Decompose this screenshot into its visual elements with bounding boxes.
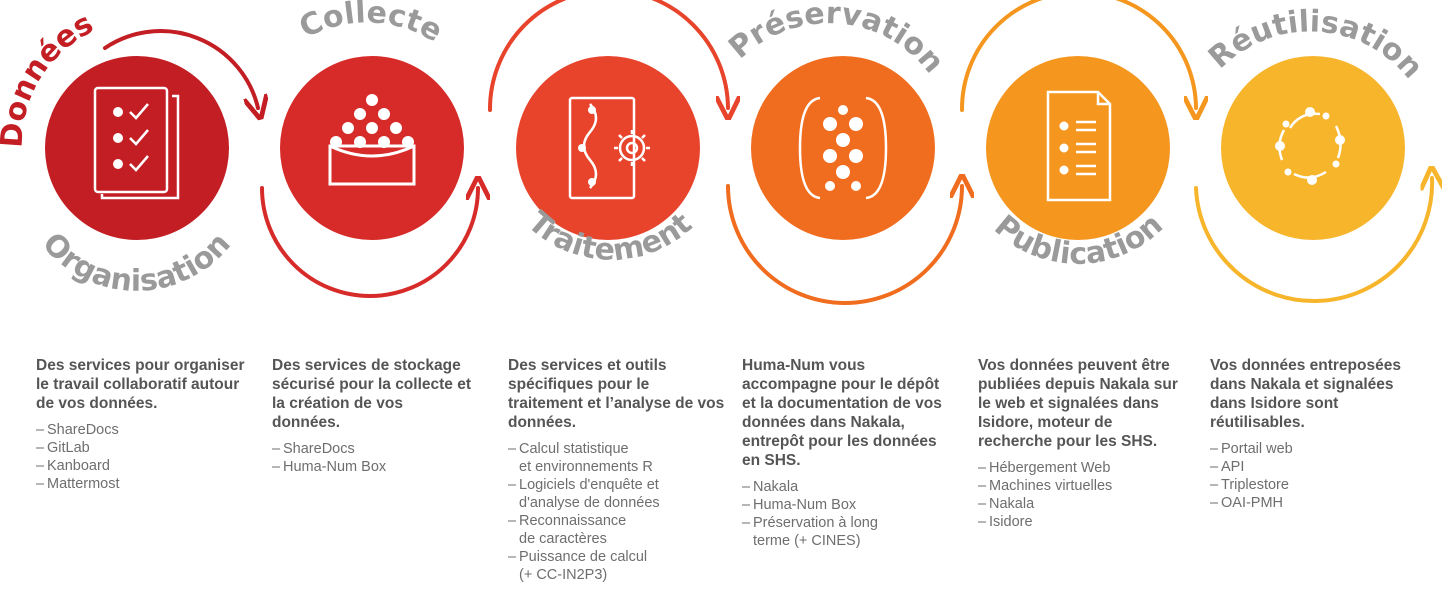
service-item: Calcul statistique et environnements R bbox=[508, 440, 728, 476]
arrow-reutilisation bbox=[1194, 178, 1432, 304]
column-heading: Vos données peuvent être publiées depuis… bbox=[978, 357, 1178, 450]
service-item: Préservation à long terme (+ CINES) bbox=[742, 514, 954, 550]
service-item: API bbox=[1210, 458, 1420, 476]
service-item: Machines virtuelles bbox=[978, 477, 1188, 495]
arrow-preservation bbox=[726, 186, 962, 305]
service-item: GitLab bbox=[36, 439, 254, 457]
arrow-publication bbox=[959, 0, 1196, 110]
service-item: Kanboard bbox=[36, 457, 254, 475]
service-item: Nakala bbox=[742, 478, 954, 496]
stage-circle-2 bbox=[280, 56, 464, 240]
preservation-capsule-icon bbox=[798, 96, 888, 200]
column-heading: Des services pour organiser le travail c… bbox=[36, 357, 245, 412]
column-heading: Des services et outils spécifiques pour … bbox=[508, 357, 725, 431]
column-reutilisation: Vos données entreposées dans Nakala et s… bbox=[1210, 356, 1420, 512]
reuse-cycle-icon bbox=[1275, 107, 1345, 185]
stage-circle-3 bbox=[516, 56, 700, 240]
column-heading: Des services de stockage sécurisé pour l… bbox=[272, 357, 472, 431]
service-item: ShareDocs bbox=[272, 440, 472, 458]
column-heading: Huma-Num vous accompagne pour le dépôt e… bbox=[742, 357, 942, 469]
stage-label-collecte: Collecte bbox=[294, 0, 448, 49]
column-heading: Vos données entreposées dans Nakala et s… bbox=[1210, 357, 1401, 431]
column-preservation: Huma-Num vous accompagne pour le dépôt e… bbox=[742, 356, 954, 550]
service-item: ShareDocs bbox=[36, 421, 254, 439]
service-item: Triplestore bbox=[1210, 476, 1420, 494]
service-list: Calcul statistique et environnements R L… bbox=[508, 440, 728, 584]
service-item: Puissance de calcul (+ CC-IN2P3) bbox=[508, 548, 728, 584]
service-item: Portail web bbox=[1210, 440, 1420, 458]
service-item: OAI-PMH bbox=[1210, 494, 1420, 512]
service-item: Huma-Num Box bbox=[272, 458, 472, 476]
processing-gear-icon bbox=[568, 96, 650, 200]
arrow-collecte bbox=[260, 188, 478, 298]
service-list: ShareDocs Huma-Num Box bbox=[272, 440, 472, 476]
column-publication: Vos données peuvent être publiées depuis… bbox=[978, 356, 1188, 531]
stage-circle-4 bbox=[751, 56, 935, 240]
arrow-donnees bbox=[103, 29, 258, 108]
data-collection-icon bbox=[328, 94, 416, 186]
stage-circle-6 bbox=[1221, 56, 1405, 240]
column-organisation: Des services pour organiser le travail c… bbox=[36, 356, 254, 493]
service-item: Huma-Num Box bbox=[742, 496, 954, 514]
column-collecte: Des services de stockage sécurisé pour l… bbox=[272, 356, 472, 476]
service-list: Nakala Huma-Num Box Préservation à long … bbox=[742, 478, 954, 550]
service-item: Mattermost bbox=[36, 475, 254, 493]
column-traitement: Des services et outils spécifiques pour … bbox=[508, 356, 728, 584]
service-list: Portail web API Triplestore OAI-PMH bbox=[1210, 440, 1420, 512]
service-list: Hébergement Web Machines virtuelles Naka… bbox=[978, 459, 1188, 531]
stage-circle-5 bbox=[986, 56, 1170, 240]
document-list-icon bbox=[1046, 90, 1112, 202]
service-list: ShareDocs GitLab Kanboard Mattermost bbox=[36, 421, 254, 493]
service-item: Reconnaissance de caractères bbox=[508, 512, 728, 548]
lifecycle-diagram: Données Organisation Collecte Traitement… bbox=[0, 0, 1442, 305]
arrow-traitement bbox=[487, 0, 728, 110]
checklist-icon bbox=[93, 86, 180, 200]
stage-circle-1 bbox=[45, 56, 229, 240]
service-item: Hébergement Web bbox=[978, 459, 1188, 477]
cycle-arrows bbox=[103, 0, 1432, 305]
stage-circles bbox=[45, 56, 1405, 240]
service-item: Nakala bbox=[978, 495, 1188, 513]
service-item: Logiciels d'enquête et d'analyse de donn… bbox=[508, 476, 728, 512]
service-item: Isidore bbox=[978, 513, 1188, 531]
